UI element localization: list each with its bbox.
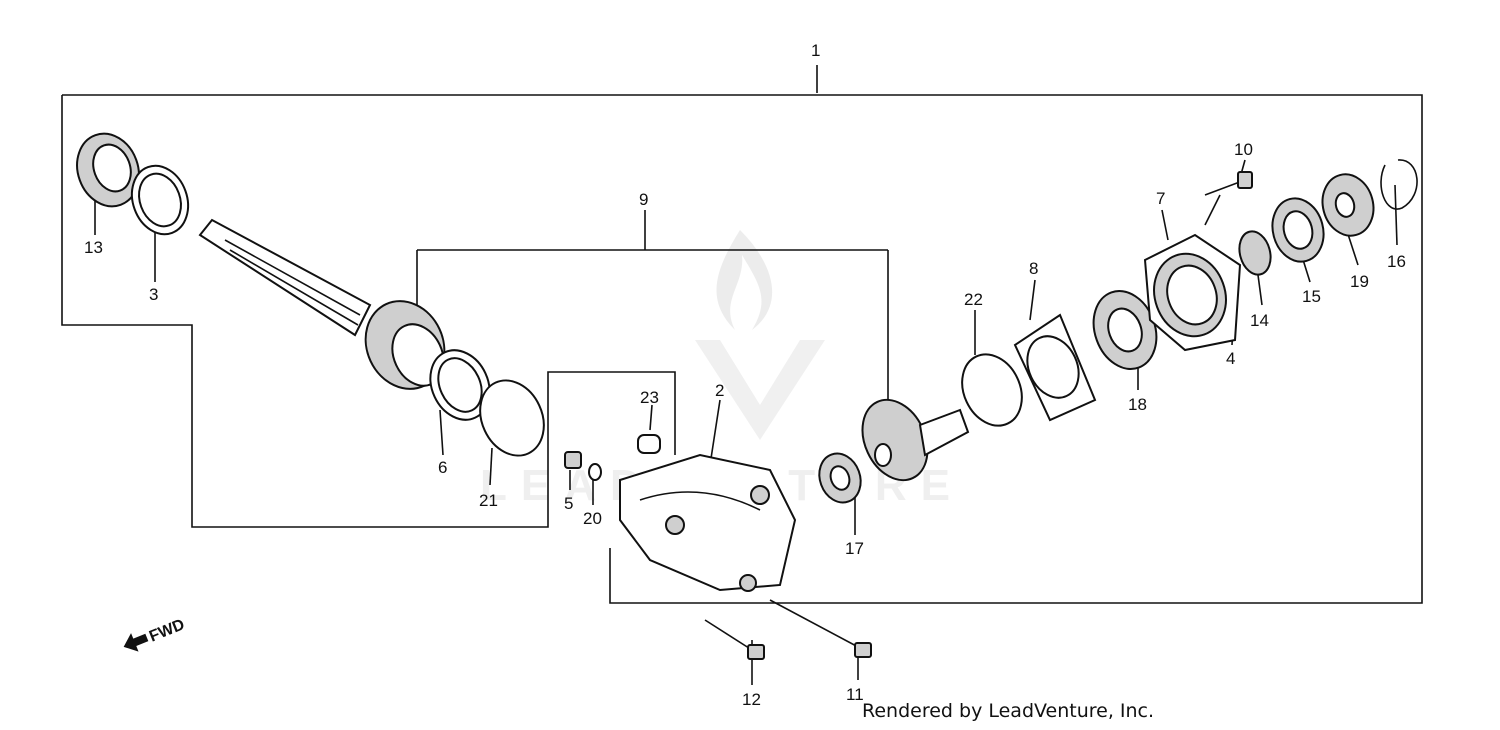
part-21-o-ring xyxy=(479,379,545,457)
callout-labels: 1 2 3 4 5 6 7 8 9 10 11 12 13 14 15 16 1… xyxy=(84,41,1406,709)
forward-direction-indicator: FWD xyxy=(123,616,187,652)
callout-18: 18 xyxy=(1128,395,1147,414)
callout-8: 8 xyxy=(1029,259,1038,278)
callout-22: 22 xyxy=(964,290,983,309)
part-8-gasket xyxy=(1013,313,1097,422)
callout-3: 3 xyxy=(149,285,158,304)
part-7-bearing-holder xyxy=(1143,233,1242,352)
forward-label: FWD xyxy=(147,616,187,645)
part-22-o-ring xyxy=(961,353,1023,427)
bracket-assembly-1 xyxy=(61,65,1423,604)
part-9-pinion-shaft xyxy=(198,218,446,390)
part-14-gear xyxy=(1238,230,1272,276)
part-ring-gear xyxy=(861,398,970,482)
part-6-shim xyxy=(429,349,491,421)
render-credit: Rendered by LeadVenture, Inc. xyxy=(862,700,1155,722)
callout-10: 10 xyxy=(1234,140,1253,159)
callout-17: 17 xyxy=(845,539,864,558)
part-13-ring-nut xyxy=(76,132,140,208)
part-5-breather xyxy=(564,451,582,469)
callout-19: 19 xyxy=(1350,272,1369,291)
part-16-circlip xyxy=(1380,159,1418,210)
part-3-shim xyxy=(130,164,190,236)
callout-14: 14 xyxy=(1250,311,1269,330)
part-2-gear-case xyxy=(619,453,797,592)
part-15-nut xyxy=(1271,197,1325,263)
callout-16: 16 xyxy=(1387,252,1406,271)
callout-5: 5 xyxy=(564,494,573,513)
part-10-bolt xyxy=(1204,171,1253,196)
callout-23: 23 xyxy=(640,388,659,407)
forward-arrow-icon xyxy=(123,633,149,652)
callout-15: 15 xyxy=(1302,287,1321,306)
part-17-bearing xyxy=(818,452,862,504)
callout-13: 13 xyxy=(84,238,103,257)
callout-11: 11 xyxy=(846,685,864,704)
callout-1: 1 xyxy=(811,41,820,60)
part-12-bolt xyxy=(704,619,765,660)
callout-9: 9 xyxy=(639,190,648,209)
callout-2: 2 xyxy=(715,381,724,400)
callout-6: 6 xyxy=(438,458,447,477)
bracket-gear-set-9 xyxy=(416,210,889,400)
part-23-dowel-pin xyxy=(637,434,661,454)
part-19-oil-seal xyxy=(1321,173,1375,237)
callout-12: 12 xyxy=(742,690,761,709)
callout-21: 21 xyxy=(479,491,498,510)
callout-20: 20 xyxy=(583,509,602,528)
part-11-bolt xyxy=(769,599,872,658)
part-20-washer xyxy=(588,463,602,481)
callout-7: 7 xyxy=(1156,189,1165,208)
callout-4: 4 xyxy=(1226,349,1235,368)
